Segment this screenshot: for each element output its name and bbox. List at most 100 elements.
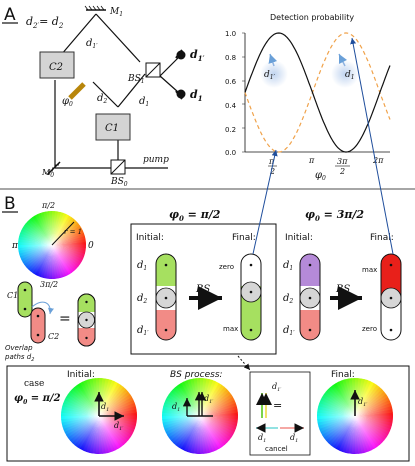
overlap-caption-1: Overlap	[5, 344, 33, 352]
mirror-m1	[84, 5, 106, 11]
process-bs-label: BS process:	[170, 370, 223, 380]
legend-d1-left: d1	[258, 433, 266, 444]
initial-d1-label: d1	[101, 402, 109, 413]
inset-glow-d1	[331, 60, 359, 88]
x-tick-pi2-den: 2	[269, 167, 275, 176]
legend-equals: =	[273, 399, 282, 412]
x-axis-label: φ0	[315, 170, 326, 182]
overlap-caption-2: paths d2	[4, 353, 34, 363]
bs1-label: BS1	[127, 74, 145, 85]
plot-title: Detection probability	[270, 13, 354, 22]
beam-splitter-bs0	[110, 159, 126, 175]
legend-d1p-label: d1′	[272, 382, 282, 393]
case1-initial-label: Initial:	[136, 233, 164, 243]
path-d1prime-label: d1′	[86, 38, 98, 50]
case1-d1p: d1′	[137, 325, 149, 337]
y-tick-labels: 1.0 0.8 0.6 0.4 0.2 0.0	[225, 30, 237, 157]
inset-d1prime-label: d1′	[264, 70, 276, 81]
wheel-radius-label: r = 1	[64, 228, 82, 236]
pump-label: pump	[143, 155, 169, 165]
c1-label: C1	[7, 291, 18, 300]
wheel-label-bottom: 3π/2	[40, 280, 58, 289]
overlap-equals: =	[59, 311, 71, 327]
c2-label: C2	[48, 332, 59, 341]
beam-splitter-bs1	[145, 62, 161, 78]
crystal-c1	[95, 113, 131, 141]
c1-pill	[17, 281, 33, 318]
crystal-c2	[39, 51, 75, 79]
link-case1-to-process	[237, 355, 251, 371]
probability-plot: Detection probability 1.0 0.8 0.6 0.4 0.…	[225, 13, 391, 182]
case1-box	[130, 223, 277, 355]
phase-color-wheel: π/2 π 0 3π/2 r = 1	[11, 201, 94, 289]
panel-a: A M1 M0 C2 C1	[2, 5, 391, 188]
panel-b-label: B	[4, 194, 16, 214]
case2-initial-pill	[299, 253, 321, 341]
y-tick-0.2: 0.2	[225, 126, 236, 134]
case2-d1p: d1′	[283, 325, 295, 337]
bs0-label: BS0	[110, 177, 128, 188]
interferometer-paths	[54, 13, 179, 169]
case2-bs-label: BS	[335, 284, 350, 295]
inset-arrow-d1	[338, 53, 348, 67]
detector-d1-label: d1	[190, 88, 203, 103]
wheel-label-left: π	[11, 241, 19, 251]
y-tick-0.6: 0.6	[225, 78, 237, 86]
legend-d1-right: d1	[290, 433, 298, 444]
inset-glow-d1prime	[260, 60, 288, 88]
legend-cancel-label: cancel	[265, 445, 288, 453]
path-d2-label: d2	[97, 93, 107, 105]
detector-d1prime	[175, 49, 186, 60]
detector-d1	[175, 89, 186, 100]
wheel-radius-line	[51, 221, 75, 246]
curve-d1	[244, 32, 391, 153]
case2-max-label: max	[362, 266, 377, 274]
detector-d1prime-label: d1′	[190, 48, 205, 63]
final-d1p-label: d1′	[358, 397, 368, 408]
case2-final-pill	[380, 253, 402, 341]
mirror-m1-label: M1	[109, 7, 123, 18]
crystal-c1-label: C1	[105, 123, 119, 134]
process-case-label: case	[24, 379, 44, 389]
case1-d2: d2	[137, 293, 147, 305]
case1-bs-label: BS	[195, 284, 210, 295]
wheel-label-top: π/2	[41, 201, 55, 210]
inset-d1-label: d1	[345, 70, 355, 81]
case1-zero-label: zero	[219, 263, 234, 271]
case2-d2: d2	[283, 293, 293, 305]
color-wheel	[18, 211, 86, 280]
x-tick-3pi2: 3π	[337, 157, 348, 166]
overlap-illustration: C1 C2 Overlap paths d2 =	[4, 281, 96, 363]
panel-a-label: A	[4, 5, 16, 25]
crystal-c2-label: C2	[49, 62, 63, 73]
case2-initial-label: Initial:	[285, 233, 313, 243]
process-final-label: Final:	[331, 370, 355, 380]
y-tick-0.8: 0.8	[225, 54, 236, 62]
case2-d1: d1	[283, 260, 293, 272]
process-initial-label: Initial:	[67, 370, 95, 380]
x-tick-labels: π 2 π 3π 2 2π	[268, 156, 384, 176]
y-tick-0.4: 0.4	[225, 102, 237, 110]
inset-arrow-d1prime	[268, 53, 278, 67]
case2-final-label: Final:	[370, 233, 394, 243]
initial-d1p-label: d1′	[114, 421, 124, 432]
cancel-legend	[249, 371, 311, 456]
path-d1-label: d1	[139, 96, 149, 108]
phase-label: φ0	[62, 96, 73, 108]
link-case2-to-plot	[350, 37, 394, 255]
case1-d1: d1	[137, 260, 147, 272]
bs-d1-label: d1	[172, 402, 180, 413]
case1-final-label: Final:	[232, 233, 256, 243]
bs-d1p-label: d1′	[204, 394, 214, 405]
case1-final-pill	[240, 253, 262, 341]
case2-title: φ0 = 3π/2	[305, 208, 364, 223]
case1-max-label: max	[223, 325, 238, 333]
mirror-m0-label: M0	[41, 168, 54, 179]
panel-b: B π/2 π 0 3π/2 r = 1 C1 C2 Overlap paths…	[2, 37, 410, 462]
mirror-m0	[46, 161, 61, 175]
y-tick-0.0: 0.0	[225, 149, 236, 157]
c2-pill	[30, 307, 46, 344]
x-tick-pi2: π	[268, 157, 275, 166]
case1-title: φ0 = π/2	[169, 208, 221, 223]
